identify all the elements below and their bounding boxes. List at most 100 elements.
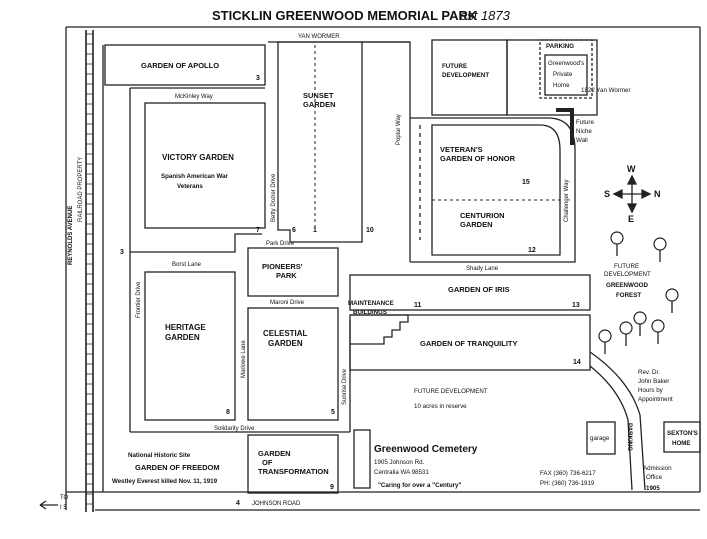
future-development-10-label-2: 10 acres in reserve — [414, 403, 467, 410]
frontier-drive-label: Frontier Drive — [136, 281, 142, 318]
veterans-label-2: GARDEN OF HONOR — [440, 154, 516, 163]
map-title: STICKLIN GREENWOOD MEMORIAL PARK — [212, 8, 478, 23]
garden-of-freedom-label: GARDEN OF FREEDOM — [135, 463, 220, 472]
marlowe-lane-label: Marlowe Lane — [241, 340, 247, 378]
office-parking-label: PARKING — [626, 423, 633, 451]
forest-label-4: FOREST — [616, 292, 641, 299]
cemetery-address-1: 1905 Johnson Rd. — [374, 459, 425, 466]
compass-n: N — [654, 189, 661, 199]
transformation-label-2: OF — [262, 458, 273, 467]
transformation-label-1: GARDEN — [258, 449, 291, 458]
private-home-label-3: Home — [553, 82, 570, 89]
section-number: 12 — [528, 247, 536, 254]
compass-arrows — [612, 174, 652, 214]
betty-dozier-drive-label: Betty Dozier Drive — [271, 173, 277, 222]
niche-wall-label-1: Future — [576, 119, 594, 126]
park-drive-label: Park Drive — [266, 241, 295, 247]
tree-icons — [598, 231, 679, 354]
future-development-right — [506, 39, 598, 116]
pioneers-park-label-1: PIONEERS' — [262, 262, 303, 271]
admission-label-2: Office — [646, 474, 663, 481]
niche-wall-label-3: Wall — [576, 137, 588, 144]
private-home-label-1: Greenwood's — [548, 60, 584, 67]
future-development-label-1: FUTURE — [442, 63, 467, 70]
victory-garden-label: VICTORY GARDEN — [162, 153, 234, 162]
section-number: 11 — [414, 302, 422, 309]
section-number: 7 — [256, 227, 260, 234]
challenger-way-outline — [410, 117, 576, 263]
admission-label-3: 1905 — [646, 485, 660, 492]
poplar-way-outline — [362, 41, 411, 262]
cemetery-tagline: "Caring for over a "Century" — [378, 482, 461, 489]
admission-label-1: Admission — [643, 465, 672, 472]
centurion-label-2: GARDEN — [460, 220, 493, 229]
garden-of-tranquility — [349, 314, 591, 371]
section-number: 14 — [573, 359, 581, 366]
centurion-label-1: CENTURION — [460, 211, 505, 220]
section-number: 10 — [366, 227, 374, 234]
office-hours-1: Rev. Dr. — [638, 369, 660, 376]
solidarity-drive-label: Solidarity Drive — [214, 426, 255, 432]
compass-w: W — [627, 164, 636, 174]
johnson-road-label: JOHNSON ROAD — [252, 501, 301, 507]
future-development-label-2: DEVELOPMENT — [442, 72, 489, 79]
parking-area — [539, 39, 593, 99]
section-number: 3 — [256, 75, 260, 82]
challenger-way-label: Challenger Way — [564, 180, 570, 222]
forest-label-2: DEVELOPMENT — [604, 271, 651, 278]
section-number: 1 — [313, 227, 317, 234]
garden-of-tranquility-label: GARDEN OF TRANQUILITY — [420, 339, 518, 348]
transformation-label-3: TRANSFORMATION — [258, 467, 329, 476]
celestial-garden — [247, 307, 339, 421]
pioneers-park — [247, 247, 339, 297]
forest-label-1: FUTURE — [614, 263, 639, 270]
freedom-header: National Historic Site — [128, 452, 191, 459]
section-number: 13 — [572, 302, 580, 309]
cemetery-fax: FAX (360) 736-6217 — [540, 470, 596, 477]
section-number: 4 — [236, 500, 240, 507]
forest-label-3: GREENWOOD — [606, 282, 648, 289]
sextons-home-label-2: HOME — [672, 440, 691, 447]
est-year: est 1873 — [460, 8, 511, 23]
office-hours-2: John Baker — [638, 378, 669, 385]
to-i5-arrow — [39, 500, 58, 510]
victory-garden-sub-2: Veterans — [177, 183, 203, 190]
compass-e: E — [628, 214, 634, 224]
heritage-garden-label-2: GARDEN — [165, 333, 200, 342]
i5-label: I 5 — [60, 505, 67, 511]
victory-garden-sub-1: Spanish American War — [161, 173, 229, 180]
sunrise-drive-label: Sunrise Drive — [342, 368, 348, 405]
garden-of-iris-label: GARDEN OF IRIS — [448, 285, 510, 294]
victory-garden — [144, 102, 266, 229]
entrance-road-inner — [589, 365, 633, 491]
garden-of-iris — [349, 274, 591, 311]
to-i5-label: TO — [60, 495, 69, 501]
address-label: 1822 Yan Wormer — [581, 87, 631, 94]
entrance-road-outer — [589, 351, 646, 491]
maintenance-label-2: BUILDINGS — [353, 309, 387, 316]
section-number: 9 — [330, 484, 334, 491]
railroad-ties — [86, 33, 93, 505]
veterans-garden-of-honor — [431, 124, 561, 256]
monument-icon — [353, 429, 371, 489]
sextons-home — [663, 421, 701, 453]
sextons-home-label-1: SEXTON'S — [667, 430, 698, 437]
frontier-drive-path — [129, 88, 262, 253]
section-number: 15 — [522, 179, 530, 186]
sunset-garden — [277, 41, 363, 243]
future-development-10-label-1: FUTURE DEVELOPMENT — [414, 388, 488, 395]
pioneers-park-label-2: PARK — [276, 271, 297, 280]
section-number: 3 — [120, 249, 124, 256]
maintenance-label-1: MAINTENANCE — [348, 300, 394, 307]
celestial-garden-label-2: GARDEN — [268, 339, 303, 348]
maintenance-buildings — [350, 314, 409, 345]
celestial-garden-label-1: CELESTIAL — [263, 329, 308, 338]
office-hours-3: Hours by — [638, 387, 664, 394]
heritage-garden — [144, 271, 236, 421]
cemetery-phone: PH: (360) 736-1919 — [540, 480, 595, 487]
sunset-garden-label-2: GARDEN — [303, 100, 336, 109]
sunset-garden-label-1: SUNSET — [303, 91, 334, 100]
garden-of-apollo — [104, 44, 266, 86]
section-number: 5 — [331, 409, 335, 416]
